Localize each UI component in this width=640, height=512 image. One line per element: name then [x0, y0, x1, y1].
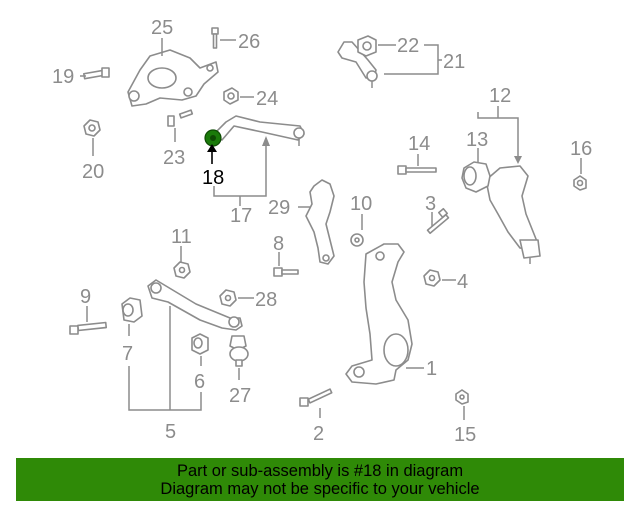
callout-13: 13 — [466, 129, 488, 151]
callout-4: 4 — [457, 271, 468, 293]
callout-26: 26 — [238, 31, 260, 53]
part-28-nut — [219, 289, 237, 307]
callout-24: 24 — [256, 88, 278, 110]
callout-1: 1 — [426, 358, 437, 380]
callout-2: 2 — [313, 423, 324, 445]
callout-25: 25 — [151, 17, 173, 39]
callout-20: 20 — [82, 161, 104, 183]
part-29-bracket — [305, 179, 335, 265]
banner-line-1: Part or sub-assembly is #18 in diagram — [176, 462, 464, 480]
part-3-bolt — [426, 207, 450, 235]
part-15-nut — [455, 389, 469, 405]
part-16-nut — [573, 175, 587, 191]
part-2-bolt — [299, 388, 333, 407]
callout-3: 3 — [425, 193, 436, 215]
part-27-ball-joint — [229, 335, 249, 367]
part-1-knuckle — [345, 243, 413, 385]
part-12-control-arm — [485, 165, 541, 264]
part-7-bushing — [121, 297, 143, 323]
callout-27: 27 — [229, 385, 251, 407]
banner-line-2: Diagram may not be specific to your vehi… — [160, 480, 480, 498]
callout-8: 8 — [273, 233, 284, 255]
callout-9: 9 — [80, 286, 91, 308]
info-banner: Part or sub-assembly is #18 in diagram D… — [16, 458, 624, 501]
part-19-bolt — [83, 67, 110, 80]
part-10-washer — [350, 233, 364, 247]
part-25-bracket — [127, 49, 219, 107]
callout-28: 28 — [255, 289, 277, 311]
callout-22: 22 — [397, 35, 419, 57]
callout-21: 21 — [443, 51, 465, 73]
callout-7: 7 — [122, 343, 133, 365]
part-22-bushing — [357, 35, 377, 57]
part-6-bushing — [191, 333, 209, 355]
callout-18: 18 — [202, 167, 224, 189]
part-26-bolt — [211, 27, 219, 49]
part-20-nut — [83, 119, 101, 137]
callout-17: 17 — [230, 205, 252, 227]
part-21-link — [337, 41, 378, 88]
part-23-bolt — [167, 109, 194, 127]
callout-19: 19 — [52, 66, 74, 88]
part-18-bushing-highlighted — [204, 129, 222, 147]
part-5-lower-arm — [147, 279, 243, 331]
part-9-bolt — [69, 321, 108, 335]
callout-12: 12 — [489, 85, 511, 107]
callout-10: 10 — [350, 193, 372, 215]
callout-5: 5 — [165, 421, 176, 443]
callout-6: 6 — [194, 371, 205, 393]
part-4-nut — [423, 269, 441, 287]
callout-23: 23 — [163, 147, 185, 169]
callout-11: 11 — [171, 226, 192, 248]
part-14-bolt — [397, 165, 437, 175]
part-11-nut — [173, 261, 191, 279]
callout-29: 29 — [268, 197, 290, 219]
callout-15: 15 — [454, 424, 476, 446]
callout-14: 14 — [408, 133, 430, 155]
part-17-upper-arm — [211, 115, 305, 146]
callout-16: 16 — [570, 138, 592, 160]
part-24-bushing — [223, 87, 239, 105]
exploded-parts-diagram: 25 26 19 20 23 24 18 — [52, 17, 592, 446]
part-13-bushing — [461, 161, 491, 193]
part-8-bolt — [273, 267, 299, 277]
